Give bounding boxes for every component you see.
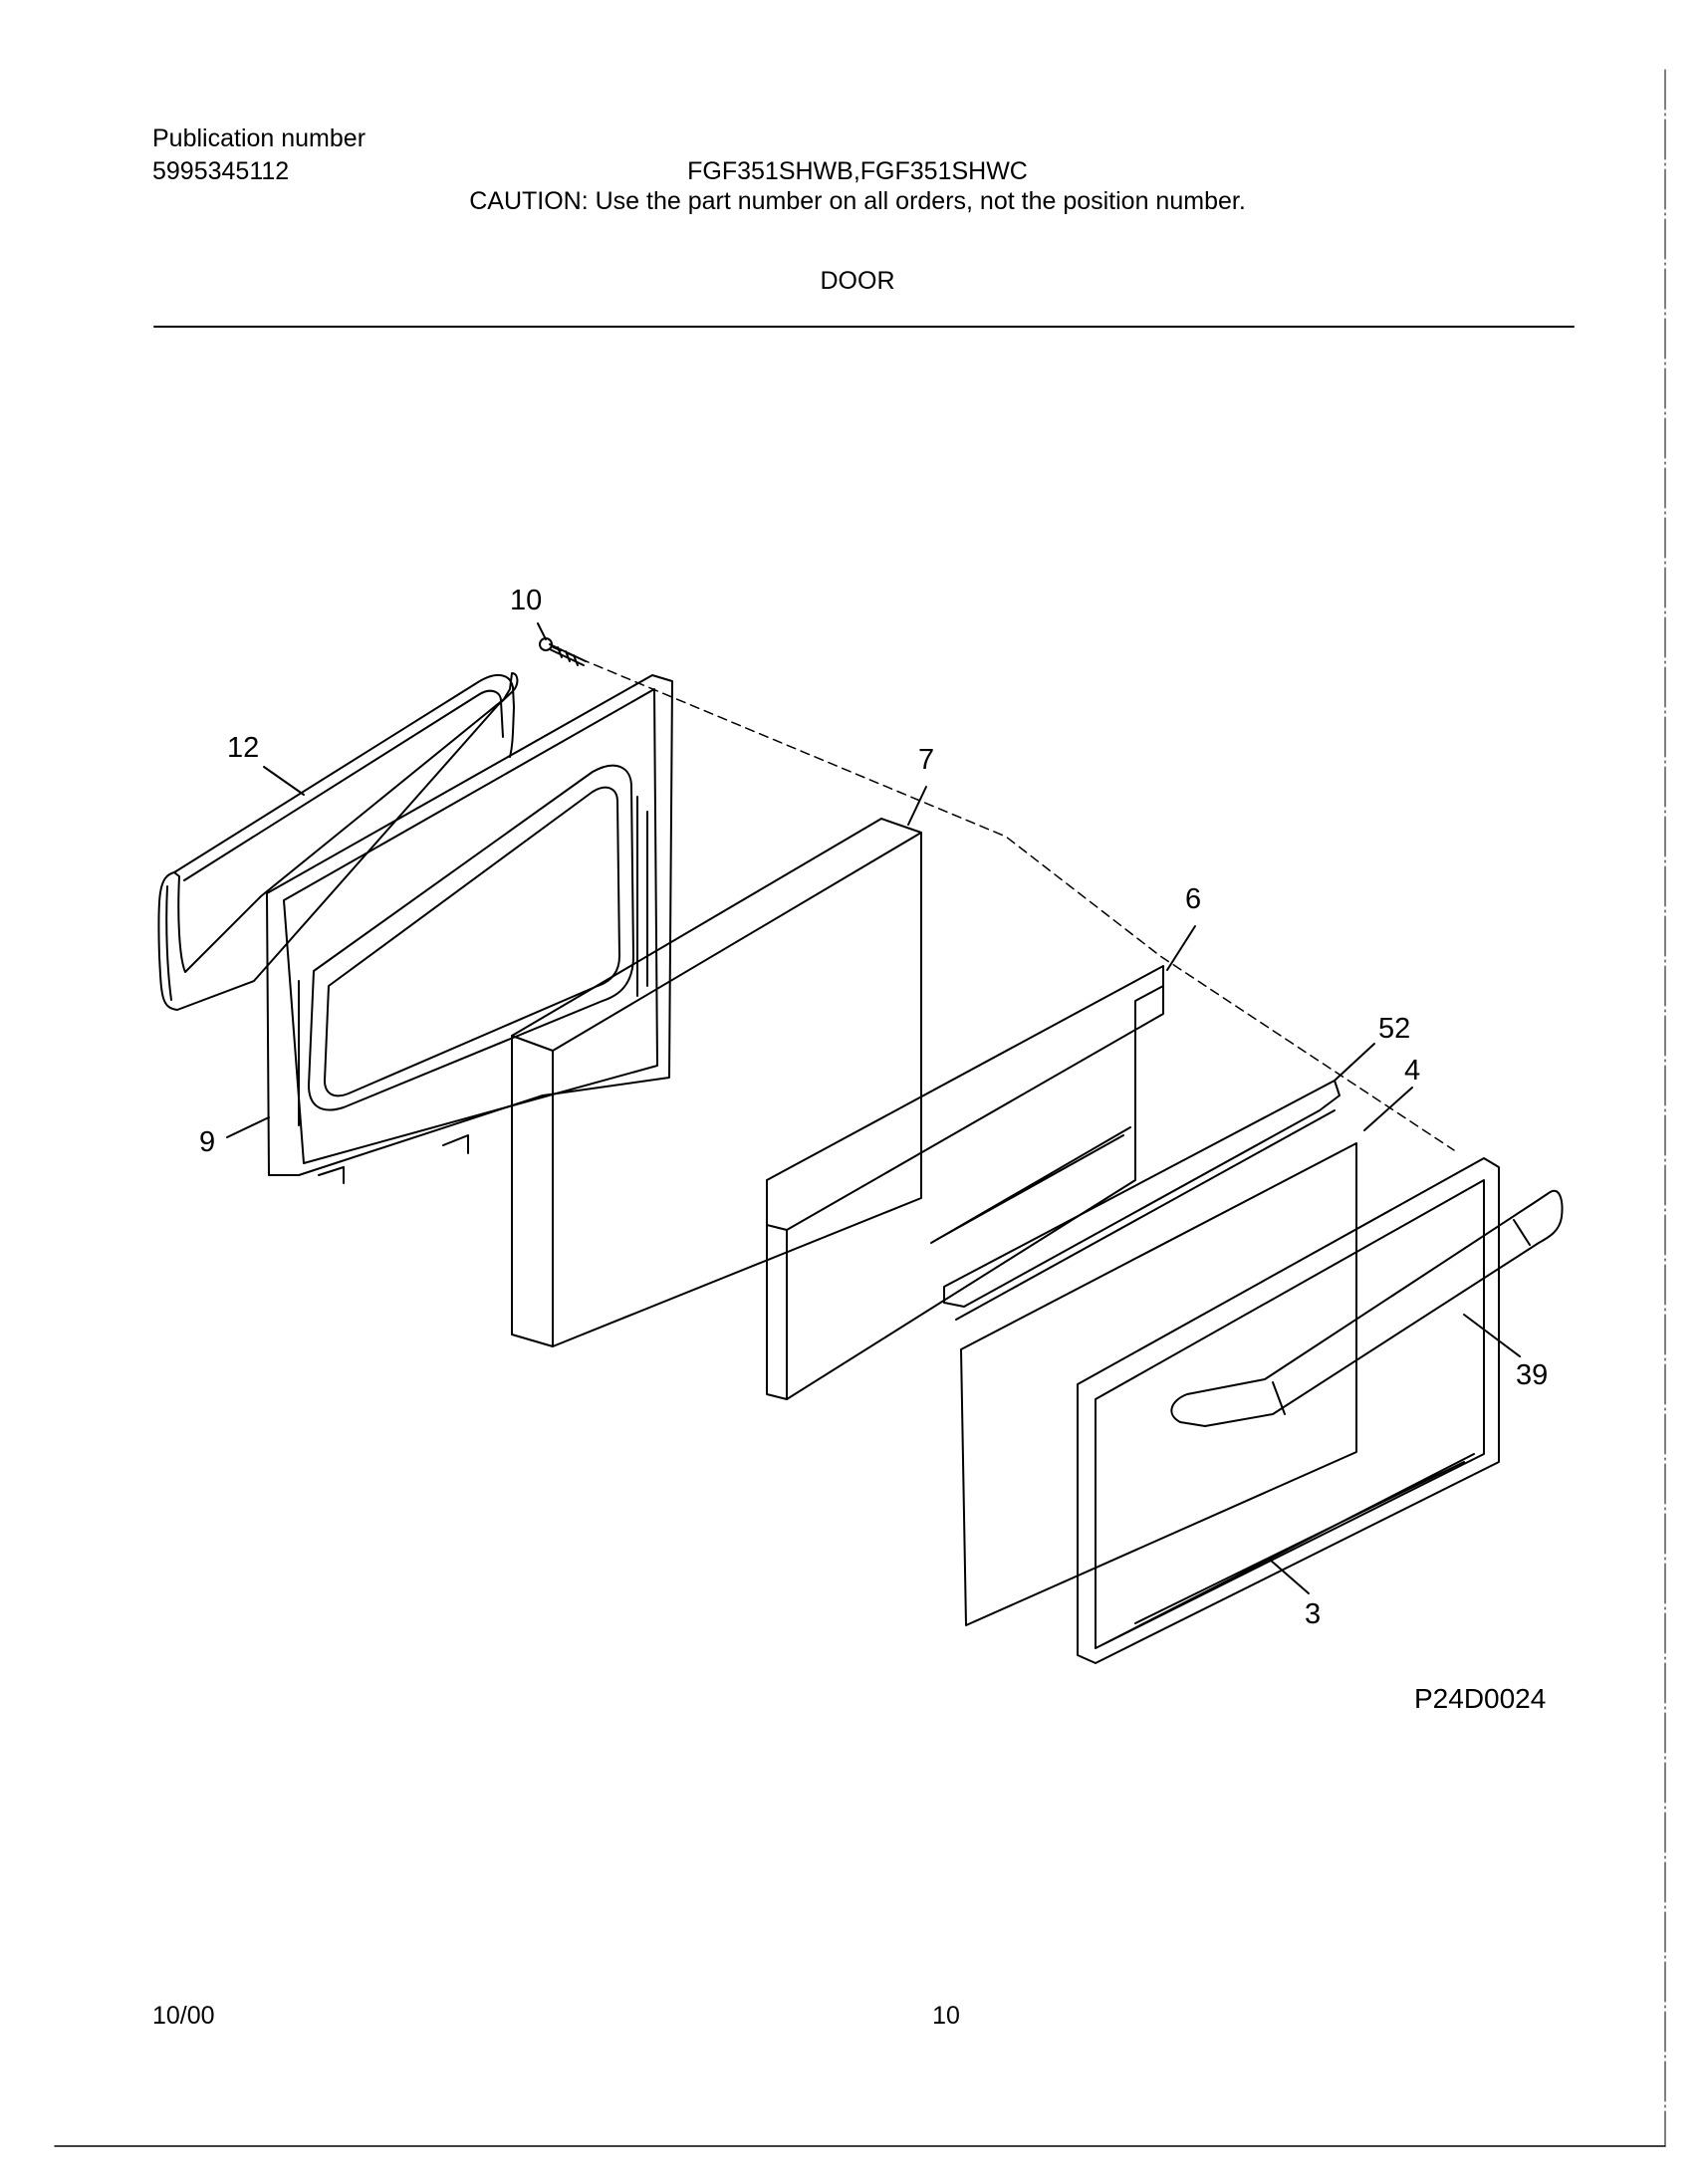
part-12-gasket bbox=[157, 672, 519, 1011]
callout-9: 9 bbox=[199, 1126, 215, 1158]
callout-3: 3 bbox=[1305, 1598, 1321, 1630]
part-7-insulation bbox=[511, 818, 922, 1347]
callout-6: 6 bbox=[1185, 883, 1201, 915]
part-39-handle bbox=[1170, 1189, 1564, 1427]
alignment-line bbox=[552, 646, 1455, 1151]
model-numbers: FGF351SHWB,FGF351SHWC bbox=[687, 157, 1028, 185]
drawing-id: P24D0024 bbox=[1414, 1683, 1547, 1714]
page-number: 10 bbox=[932, 2002, 960, 2030]
callout-10: 10 bbox=[510, 585, 542, 616]
caution-note: CAUTION: Use the part number on all orde… bbox=[469, 187, 1246, 215]
section-title: DOOR bbox=[820, 267, 895, 295]
callout-4: 4 bbox=[1404, 1055, 1420, 1087]
leader-lines bbox=[226, 622, 1521, 1594]
publication-label: Publication number bbox=[152, 124, 366, 152]
publication-number: 5995345112 bbox=[152, 157, 290, 185]
callout-12: 12 bbox=[227, 732, 259, 764]
callout-39: 39 bbox=[1516, 1359, 1548, 1391]
callout-52: 52 bbox=[1378, 1013, 1410, 1045]
part-4-glass bbox=[960, 1142, 1357, 1626]
callout-7: 7 bbox=[918, 744, 934, 776]
part-9-inner-door bbox=[266, 674, 673, 1184]
part-6-door-panel bbox=[766, 965, 1164, 1400]
part-3-outer-frame bbox=[1077, 1157, 1500, 1664]
revision-date: 10/00 bbox=[152, 2002, 215, 2030]
part-10-screw bbox=[539, 637, 587, 666]
